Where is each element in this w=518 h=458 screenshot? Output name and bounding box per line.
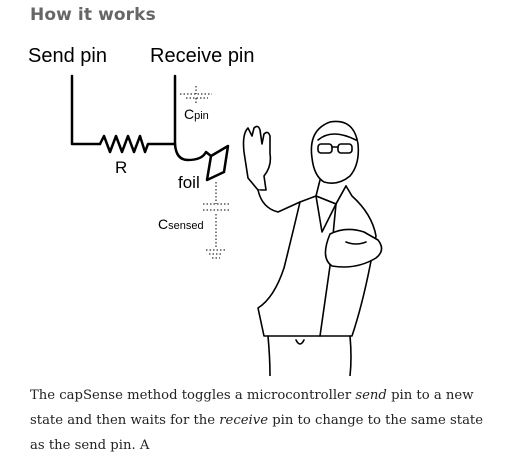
dotted-capacitors <box>180 86 230 259</box>
foil-label: foil <box>178 173 200 192</box>
man-illustration <box>242 120 383 376</box>
resistor-zigzag <box>98 134 177 154</box>
receive-pin-label: Receive pin <box>150 45 255 67</box>
foil-plate <box>205 144 230 182</box>
section-heading: How it works <box>30 5 156 25</box>
body-paragraph: The capSense method toggles a microcontr… <box>30 388 484 453</box>
capsense-circuit-figure: Send pin Receive pin R Cpin foil Csensed <box>0 36 518 376</box>
send-pin-label: Send pin <box>28 45 107 67</box>
foil-lead-wire <box>173 142 213 162</box>
circuit-diagram <box>70 74 383 376</box>
csensed-label: Csensed <box>158 216 204 232</box>
resistor-label: R <box>115 158 128 177</box>
circuit-wires <box>70 74 213 162</box>
cpin-label: Cpin <box>184 106 209 122</box>
send-pin-wire <box>70 74 102 146</box>
